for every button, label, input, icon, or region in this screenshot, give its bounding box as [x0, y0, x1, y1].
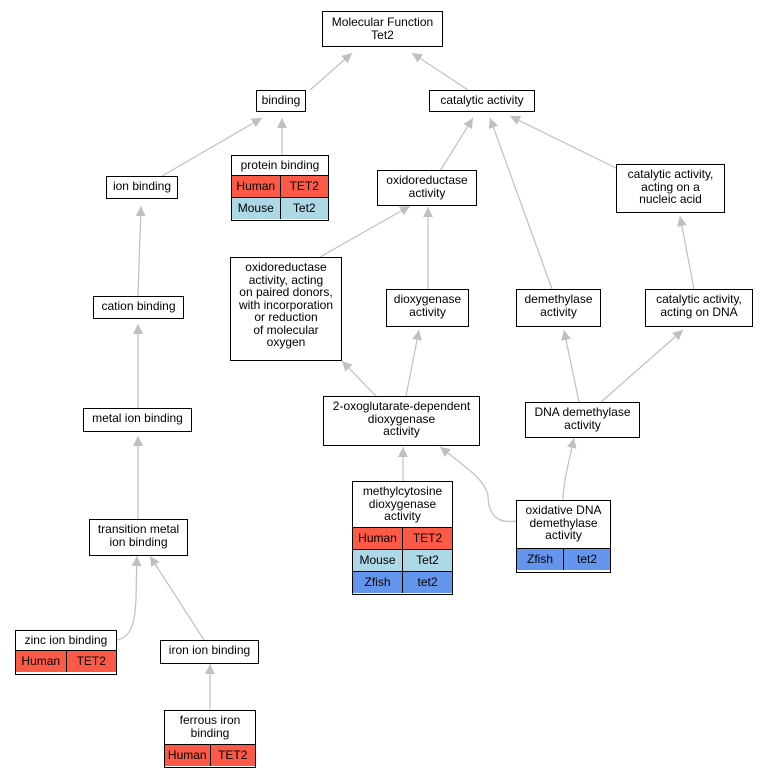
node-zinc-ion-binding[interactable]: zinc ion binding Human TET2 [15, 630, 117, 675]
node-demethylase-activity[interactable]: demethylase activity [516, 289, 601, 327]
node-ion-binding[interactable]: ion binding [106, 176, 178, 199]
edge-cation-to-ion-binding [135, 205, 146, 297]
species-zfish: Zfish [353, 572, 402, 593]
gene-row: Mouse Tet2 [353, 549, 452, 571]
edge-dna-demethylase-to-catalytic-dna [600, 329, 684, 403]
node-catalytic-nucleic-acid-label: catalytic activity, acting on a nucleic … [627, 167, 714, 206]
edge-oxidative-to-dna-demethylase [562, 437, 577, 501]
gene-row: Zfish tet2 [517, 548, 610, 570]
node-oxidoreductase-paired-donors[interactable]: oxidoreductase activity, acting on paire… [230, 257, 342, 361]
node-catalytic-activity-dna-label: catalytic activity, acting on DNA [656, 292, 742, 319]
gene-row: Human TET2 [232, 175, 328, 197]
gene-mouse: Tet2 [279, 198, 328, 219]
root-gene: Tet2 [371, 27, 394, 42]
node-metal-ion-binding[interactable]: metal ion binding [83, 408, 192, 432]
edge-oxoglutarate-to-paired [341, 360, 377, 397]
gene-row: Zfish tet2 [353, 571, 452, 593]
gene-mouse: Tet2 [402, 550, 452, 571]
node-metal-ion-binding-label: metal ion binding [92, 411, 183, 425]
node-dioxygenase-activity[interactable]: dioxygenase activity [386, 289, 469, 327]
edge-dna-demethylase-to-demethylase [561, 329, 580, 403]
node-catalytic-activity-label: catalytic activity [440, 93, 524, 107]
gene-row: Mouse Tet2 [232, 197, 328, 219]
edge-binding-to-root [309, 52, 353, 91]
edge-catalytic-to-root [411, 52, 469, 91]
gene-row: Human TET2 [16, 650, 116, 672]
node-transition-metal-ion-binding[interactable]: transition metal ion binding [89, 519, 188, 556]
species-human: Human [232, 176, 280, 197]
gene-human: TET2 [65, 651, 116, 672]
gene-zfish: tet2 [402, 572, 452, 593]
node-oxidoreductase-activity-label: oxidoreductase activity [386, 173, 468, 200]
species-mouse: Mouse [232, 198, 280, 219]
gene-human: TET2 [209, 745, 255, 766]
species-human: Human [16, 651, 66, 672]
node-2-oxoglutarate-dioxygenase[interactable]: 2-oxoglutarate-dependent dioxygenase act… [323, 396, 480, 446]
node-binding[interactable]: binding [256, 90, 306, 112]
species-human: Human [165, 745, 210, 766]
edge-ion-binding-to-binding [161, 117, 263, 177]
node-ferrous-iron-binding-label: ferrous iron binding [179, 713, 241, 740]
gene-row: Human TET2 [165, 744, 255, 766]
node-oxidoreductase-activity[interactable]: oxidoreductase activity [377, 170, 477, 206]
gene-row: Human TET2 [353, 527, 452, 549]
gene-zfish: tet2 [563, 549, 610, 570]
edge-catalytic-nucleic-to-catalytic [509, 115, 621, 171]
edge-paired-to-oxidoreductase [319, 205, 411, 258]
edge-demethylase-to-catalytic [488, 117, 553, 290]
node-oxidative-dna-demethylase[interactable]: oxidative DNA demethylase activity Zfish… [516, 500, 611, 573]
edge-iron-to-transition [149, 555, 205, 641]
node-ion-binding-label: ion binding [112, 179, 172, 193]
node-2-oxoglutarate-dioxygenase-label: 2-oxoglutarate-dependent dioxygenase act… [332, 399, 471, 438]
node-oxidative-dna-demethylase-label: oxidative DNA demethylase activity [525, 503, 602, 542]
gene-human: TET2 [279, 176, 328, 197]
node-catalytic-activity-dna[interactable]: catalytic activity, acting on DNA [645, 289, 753, 327]
node-ferrous-iron-binding[interactable]: ferrous iron binding Human TET2 [164, 710, 256, 768]
edge-oxidative-to-oxoglutarate [439, 446, 517, 523]
node-protein-binding[interactable]: protein binding Human TET2 Mouse Tet2 [231, 155, 329, 221]
edge-zinc-to-transition [116, 555, 142, 641]
node-iron-ion-binding-label: iron ion binding [168, 643, 251, 657]
species-human: Human [353, 528, 402, 549]
species-mouse: Mouse [353, 550, 402, 571]
node-zinc-ion-binding-label: zinc ion binding [24, 633, 108, 647]
node-methylcytosine-dioxygenase-label: methylcytosine dioxygenase activity [362, 484, 443, 523]
node-protein-binding-label: protein binding [240, 158, 320, 172]
edge-oxidoreductase-to-catalytic [439, 117, 474, 172]
node-dna-demethylase-activity-label: DNA demethylase activity [534, 405, 631, 432]
node-methylcytosine-dioxygenase[interactable]: methylcytosine dioxygenase activity Huma… [352, 481, 453, 595]
node-iron-ion-binding[interactable]: iron ion binding [160, 640, 259, 664]
node-catalytic-activity[interactable]: catalytic activity [429, 90, 535, 112]
gene-human: TET2 [402, 528, 452, 549]
node-catalytic-nucleic-acid[interactable]: catalytic activity, acting on a nucleic … [616, 164, 725, 213]
node-dna-demethylase-activity[interactable]: DNA demethylase activity [525, 402, 640, 438]
edge-catalytic-dna-to-nucleic [676, 215, 695, 290]
node-oxidoreductase-paired-donors-label: oxidoreductase activity, acting on paire… [238, 260, 334, 349]
node-cation-binding[interactable]: cation binding [93, 296, 184, 319]
root-title: Molecular Function [331, 15, 434, 29]
edge-oxoglutarate-to-dioxygenase [405, 329, 422, 397]
node-demethylase-activity-label: demethylase activity [524, 292, 593, 319]
species-zfish: Zfish [517, 549, 563, 570]
node-transition-metal-ion-binding-label: transition metal ion binding [97, 522, 180, 549]
node-cation-binding-label: cation binding [101, 299, 176, 313]
node-binding-label: binding [261, 93, 301, 107]
node-dioxygenase-activity-label: dioxygenase activity [393, 292, 462, 319]
